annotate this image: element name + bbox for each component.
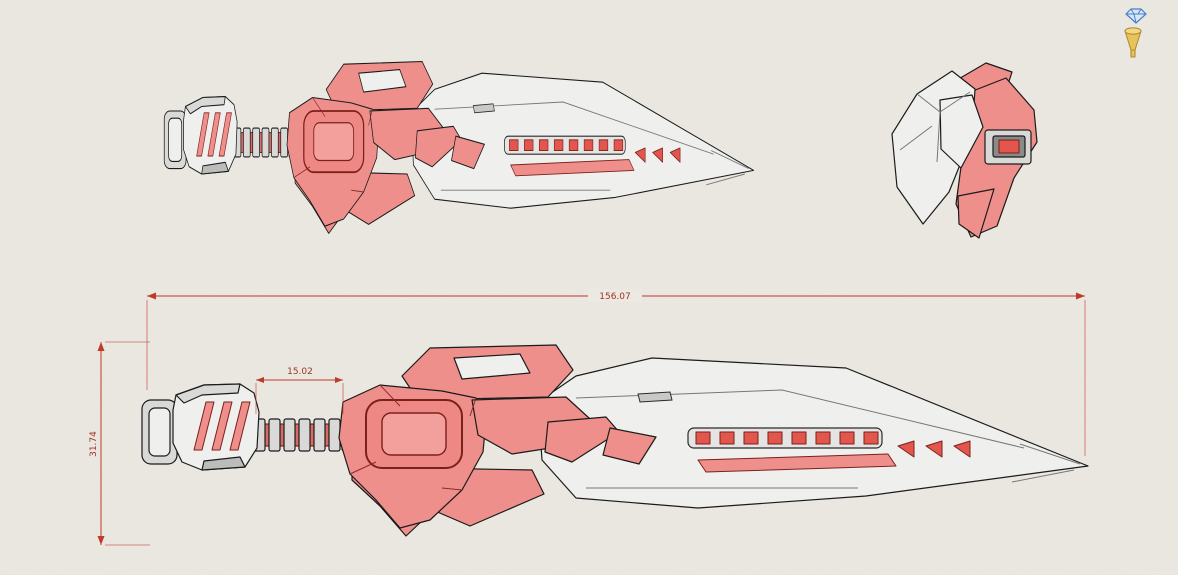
gem-shape <box>1125 8 1147 24</box>
dimension-arrow <box>147 292 156 300</box>
dimension-annotations: 156.07 15.02 31.74 <box>89 289 1086 546</box>
dimension-overall-height[interactable]: 31.74 <box>89 341 150 546</box>
sword-front-view[interactable] <box>891 62 1038 239</box>
funnel-mouth <box>1124 27 1142 35</box>
front-mech-vent <box>998 139 1020 154</box>
front-facet-lines <box>899 91 971 163</box>
dimension-grip-length[interactable]: 15.02 <box>255 367 344 414</box>
dimension-arrow <box>335 377 343 383</box>
gem-icon[interactable] <box>1125 8 1147 24</box>
dimension-arrow <box>97 342 105 351</box>
front-red-tail <box>957 188 995 239</box>
front-blade-inner <box>939 94 984 169</box>
dimension-label-bg <box>588 289 642 302</box>
dimension-arrow <box>1076 292 1085 300</box>
dimension-arrow <box>97 536 105 545</box>
dimension-overall-length[interactable]: 156.07 <box>146 289 1086 456</box>
funnel-stem <box>1130 49 1136 58</box>
dimension-arrow <box>256 377 264 383</box>
dimension-label-grip-length: 15.02 <box>287 367 313 377</box>
toolbar-icons <box>1124 8 1147 58</box>
dimension-label-overall-length: 156.07 <box>599 292 631 302</box>
dimension-label-overall-height: 31.74 <box>89 431 99 457</box>
funnel-icon[interactable] <box>1124 27 1142 58</box>
gem-facets <box>1126 8 1146 24</box>
